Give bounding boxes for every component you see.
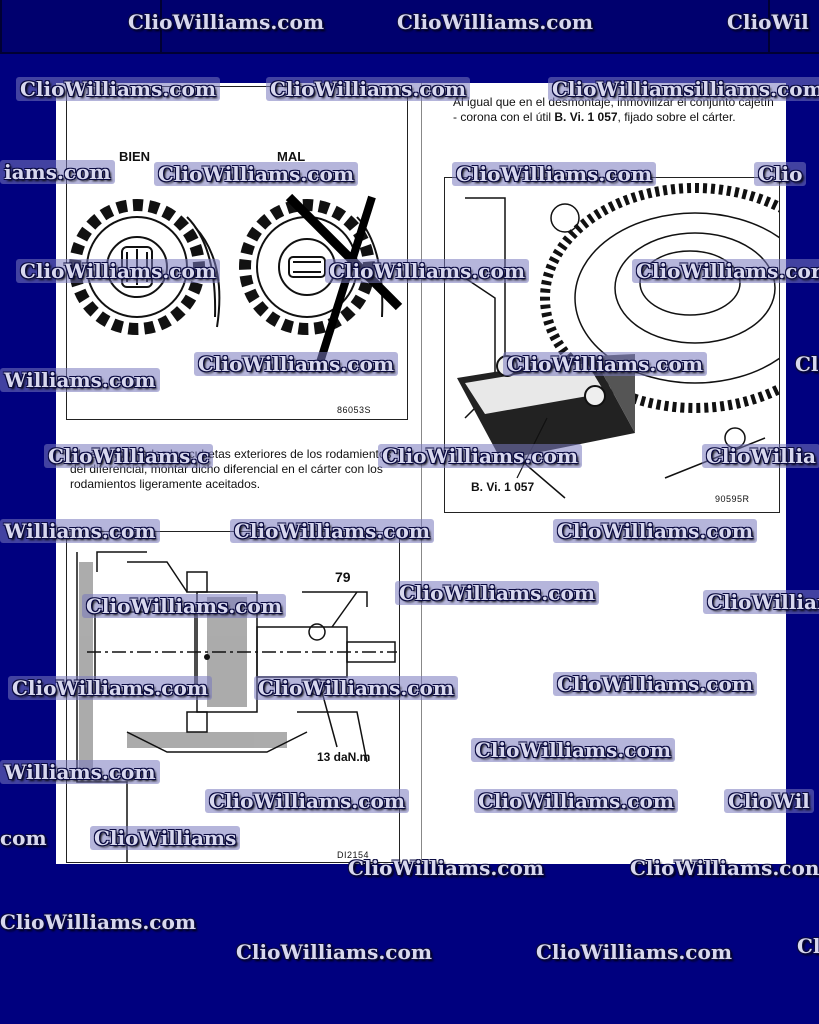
watermark: ClioWilliams.com (266, 77, 470, 101)
label-bad: MAL (277, 149, 306, 164)
column-divider (421, 83, 422, 864)
tool-reference: B. Vi. 1 057 (554, 110, 618, 124)
watermark: ClioWilliams.com (128, 10, 324, 34)
watermark: Williams.com (0, 368, 160, 392)
watermark: com (0, 826, 47, 850)
watermark: ClioWilliams.com (8, 676, 212, 700)
watermark: ClioWilliams.com (503, 352, 707, 376)
figure-reference: 90595R (715, 494, 750, 504)
watermark: ClioWilliams.com (395, 581, 599, 605)
figure-reference: DI2154 (337, 850, 370, 860)
watermark: ClioWilliams.c (703, 590, 819, 614)
watermark: ClioWilliams.com (82, 594, 286, 618)
watermark: ClioWilliams.com (205, 789, 409, 813)
watermark: ClioWillia (702, 444, 819, 468)
watermark: ClioWilliams.con (630, 856, 819, 880)
torque-label: 13 daN.m (317, 750, 371, 764)
watermark: ClioWilliams.com (325, 259, 529, 283)
watermark: Cl (797, 934, 819, 958)
watermark: ClioWilliams.com (553, 519, 757, 543)
watermark: ClioWilliams.com (397, 10, 593, 34)
banner-segment (768, 0, 819, 52)
callout-number: 79 (335, 569, 351, 585)
watermark: ClioWilliams.com (154, 162, 358, 186)
watermark: ClioWil (724, 789, 814, 813)
watermark: ClioWilliams.com (536, 940, 732, 964)
watermark: ClioWilliams.c (44, 444, 214, 468)
watermark: ClioWil (727, 10, 809, 34)
watermark: ClioWilliams.com (236, 940, 432, 964)
top-banner (0, 0, 819, 54)
watermark: Williams.com (0, 519, 160, 543)
watermark: Cl (795, 352, 819, 376)
watermark: ClioWilliams.com (452, 162, 656, 186)
watermark: ClioWilliamsilliams.com (548, 77, 819, 101)
watermark: ClioWilliams.com (0, 910, 196, 934)
watermark: ClioWilliams.com (16, 259, 220, 283)
watermark: ClioWilliams.com (254, 676, 458, 700)
tool-callout: B. Vi. 1 057 (471, 480, 535, 494)
figure-reference: 86053S (337, 405, 372, 415)
watermark: ClioWilliams.com (194, 352, 398, 376)
watermark: ClioWilliams (90, 826, 241, 850)
watermark: ClioWilliams.com (378, 444, 582, 468)
watermark: ClioWilliams.com (16, 77, 220, 101)
watermark: ClioWilliams.com (553, 672, 757, 696)
watermark: ClioWilliams.com (471, 738, 675, 762)
watermark: ClioWilliams.cor (632, 259, 819, 283)
watermark: ClioWilliams.com (474, 789, 678, 813)
watermark: iams.com (0, 160, 115, 184)
label-good: BIEN (119, 149, 151, 164)
watermark: Williams.com (0, 760, 160, 784)
paragraph-text: , fijado sobre el cárter. (617, 110, 736, 124)
watermark: Clio (754, 162, 807, 186)
banner-segment (0, 0, 162, 52)
watermark: ClioWilliams.com (230, 519, 434, 543)
watermark: ClioWilliams.com (348, 856, 544, 880)
